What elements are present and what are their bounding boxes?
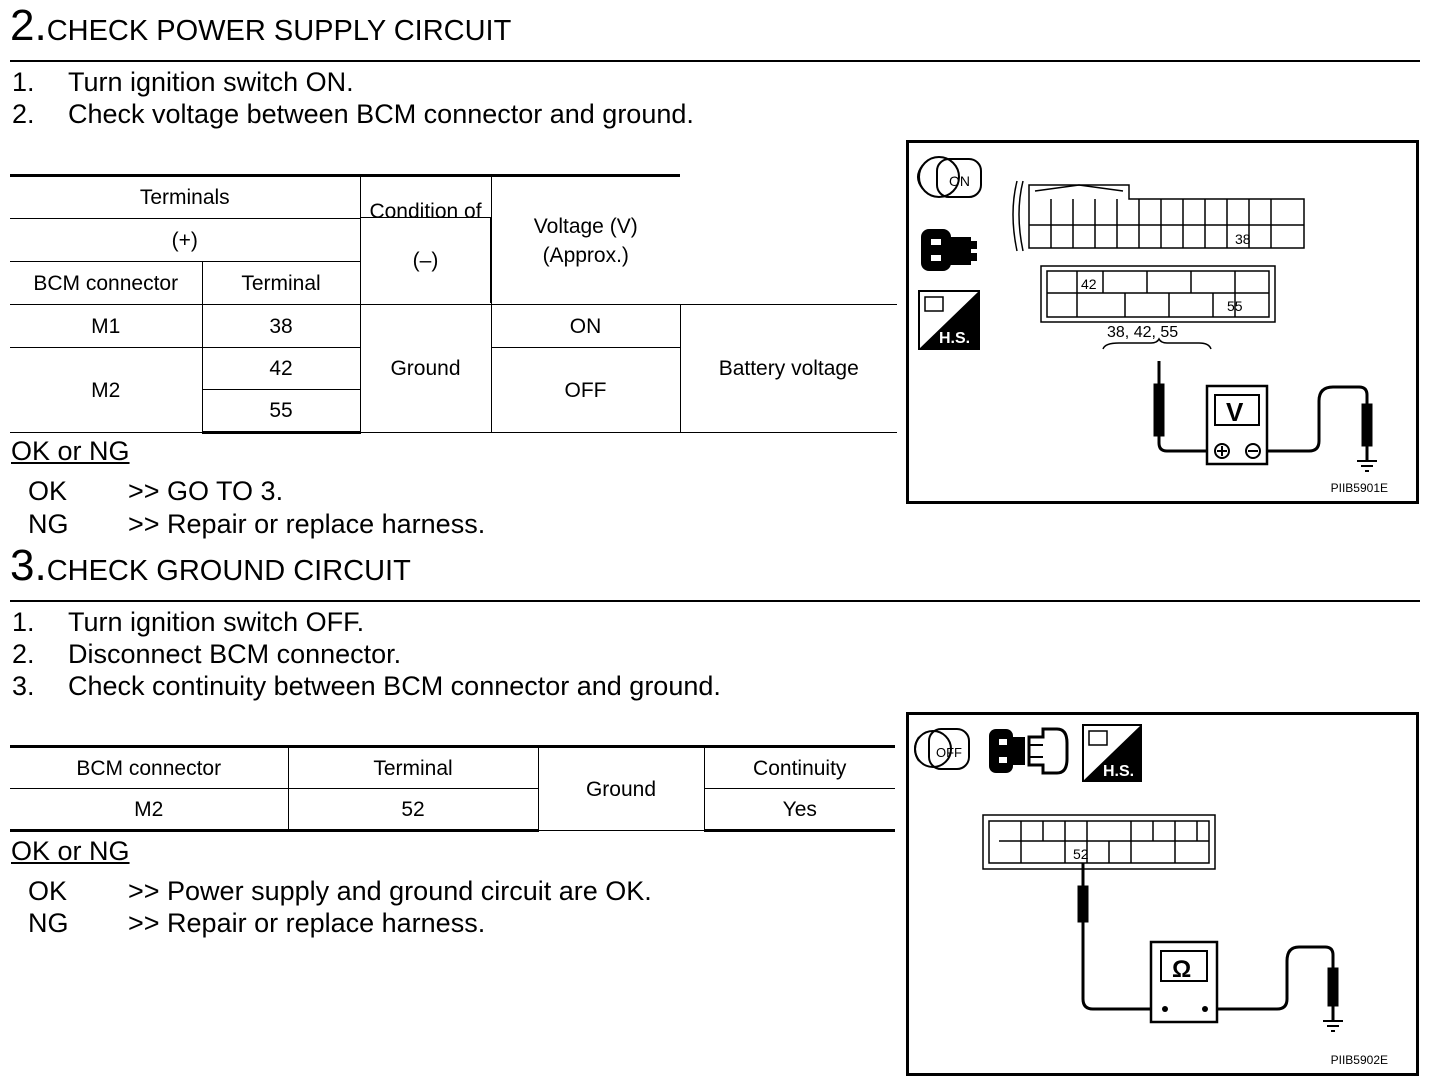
step3-instruction-2: 2. Disconnect BCM connector. xyxy=(12,638,401,670)
instruction-text: Check continuity between BCM connector a… xyxy=(68,671,721,701)
hs-label: H.S. xyxy=(1103,763,1134,780)
cell-continuity-yes: Yes xyxy=(703,788,895,832)
step3-okng-heading: OK or NG xyxy=(11,836,130,866)
terminal-55-label: 55 xyxy=(1227,298,1243,314)
ignition-key-icon: OFF xyxy=(914,728,970,770)
step3-instruction-1: 1. Turn ignition switch OFF. xyxy=(12,606,364,638)
voltage-diagram: ON H.S. xyxy=(917,156,1377,472)
ignition-label: ON xyxy=(949,173,970,189)
result-key: OK xyxy=(28,476,68,506)
result-key: OK xyxy=(28,876,68,906)
step2-divider xyxy=(10,60,1420,62)
header-terminal: Terminal xyxy=(287,745,539,789)
ignition-key-icon: ON xyxy=(917,156,982,198)
step2-heading: 2.CHECK POWER SUPPLY CIRCUIT xyxy=(10,4,511,48)
step2-title: CHECK POWER SUPPLY CIRCUIT xyxy=(46,15,512,47)
header-terminals: Terminals xyxy=(10,174,361,219)
step3-instruction-3: 3. Check continuity between BCM connector… xyxy=(12,670,721,702)
step2-result-ng: NG >> Repair or replace harness. xyxy=(28,509,485,540)
instruction-text: Turn ignition switch OFF. xyxy=(68,607,365,637)
step3-number: 3. xyxy=(10,541,47,590)
voltage-check-table: Terminals Condition of ig- nition switch… xyxy=(10,174,897,434)
cell-condition-on: ON xyxy=(490,304,681,348)
probe-label: 38, 42, 55 xyxy=(1107,324,1178,341)
cell-connector-m2: M2 xyxy=(10,347,203,433)
header-bcm-connector: BCM connector xyxy=(10,745,289,789)
header-minus: (–) xyxy=(360,217,491,303)
voltage-measurement-figure: ON H.S. xyxy=(906,140,1419,504)
cell-terminal-42: 42 xyxy=(201,347,361,390)
step2-instruction-2: 2. Check voltage between BCM connector an… xyxy=(12,98,694,130)
voltmeter-wiring xyxy=(1153,361,1377,472)
disconnected-connector-icon xyxy=(989,727,1069,775)
cell-condition-off: OFF xyxy=(490,347,680,433)
figure-id: PIIB5901E xyxy=(1330,481,1388,495)
instruction-text: Check voltage between BCM connector and … xyxy=(68,99,694,129)
continuity-check-table: BCM connector Terminal Ground Continuity… xyxy=(10,745,895,832)
result-text: >> GO TO 3. xyxy=(128,476,284,506)
probe-bracket: 38, 42, 55 xyxy=(1102,324,1212,350)
instruction-number: 2. xyxy=(12,99,35,129)
instruction-text: Turn ignition switch ON. xyxy=(68,67,354,97)
ohmmeter-icon: Ω xyxy=(1149,940,1219,1024)
result-key: NG xyxy=(28,509,69,539)
voltmeter-icon: V xyxy=(1205,384,1269,466)
ohmmeter-wiring xyxy=(1077,863,1343,1032)
hs-label: H.S. xyxy=(939,330,970,347)
instruction-number: 1. xyxy=(12,67,35,97)
cell-battery-voltage: Battery voltage xyxy=(679,304,897,433)
terminal-42-label: 42 xyxy=(1081,276,1097,292)
upper-connector: 38 xyxy=(1012,180,1305,252)
result-text: >> Repair or replace harness. xyxy=(128,509,486,539)
step2-result-ok: OK >> GO TO 3. xyxy=(28,476,283,507)
header-voltage: Voltage (V) (Approx.) xyxy=(490,174,680,305)
result-text: >> Power supply and ground circuit are O… xyxy=(128,876,652,906)
step2-number: 2. xyxy=(10,1,47,50)
cell-ground: Ground xyxy=(537,745,705,831)
cell-ground: Ground xyxy=(359,304,492,433)
step3-result-ok: OK >> Power supply and ground circuit are… xyxy=(28,876,652,907)
bcm-connector: 52 xyxy=(982,814,1216,870)
step2-instruction-1: 1. Turn ignition switch ON. xyxy=(12,66,354,98)
step3-result-ng: NG >> Repair or replace harness. xyxy=(28,908,485,939)
meter-symbol: Ω xyxy=(1172,956,1191,983)
cell-terminal-55: 55 xyxy=(202,389,360,434)
connector-icon xyxy=(921,229,977,271)
lower-connector: 42 55 xyxy=(1040,265,1276,323)
result-text: >> Repair or replace harness. xyxy=(128,908,486,938)
result-key: NG xyxy=(28,908,69,938)
header-plus: (+) xyxy=(10,218,360,262)
header-bcm-connector: BCM connector xyxy=(10,261,203,305)
instruction-number: 1. xyxy=(12,607,35,637)
step3-divider xyxy=(10,600,1420,602)
instruction-number: 2. xyxy=(12,639,35,669)
harness-side-icon: H.S. xyxy=(1082,724,1142,782)
figure-id: PIIB5902E xyxy=(1330,1053,1388,1067)
step3-heading: 3.CHECK GROUND CIRCUIT xyxy=(10,544,411,588)
terminal-38-label: 38 xyxy=(1235,231,1251,247)
step3-title: CHECK GROUND CIRCUIT xyxy=(46,555,411,587)
cell-connector-m2: M2 xyxy=(10,788,289,832)
ignition-label: OFF xyxy=(936,745,962,760)
harness-side-icon: H.S. xyxy=(918,290,980,350)
header-terminal: Terminal xyxy=(201,261,360,305)
header-continuity: Continuity xyxy=(703,745,895,789)
terminal-52-label: 52 xyxy=(1073,846,1089,862)
instruction-number: 3. xyxy=(12,671,35,701)
instruction-text: Disconnect BCM connector. xyxy=(68,639,402,669)
continuity-diagram: OFF H.S. 52 xyxy=(914,724,1343,1032)
cell-terminal-52: 52 xyxy=(287,788,539,832)
cell-connector-m1: M1 xyxy=(10,304,203,348)
continuity-measurement-figure: OFF H.S. 52 xyxy=(906,712,1419,1076)
meter-symbol: V xyxy=(1226,397,1244,427)
cell-terminal-38: 38 xyxy=(201,304,361,348)
step2-okng-heading: OK or NG xyxy=(11,436,130,466)
